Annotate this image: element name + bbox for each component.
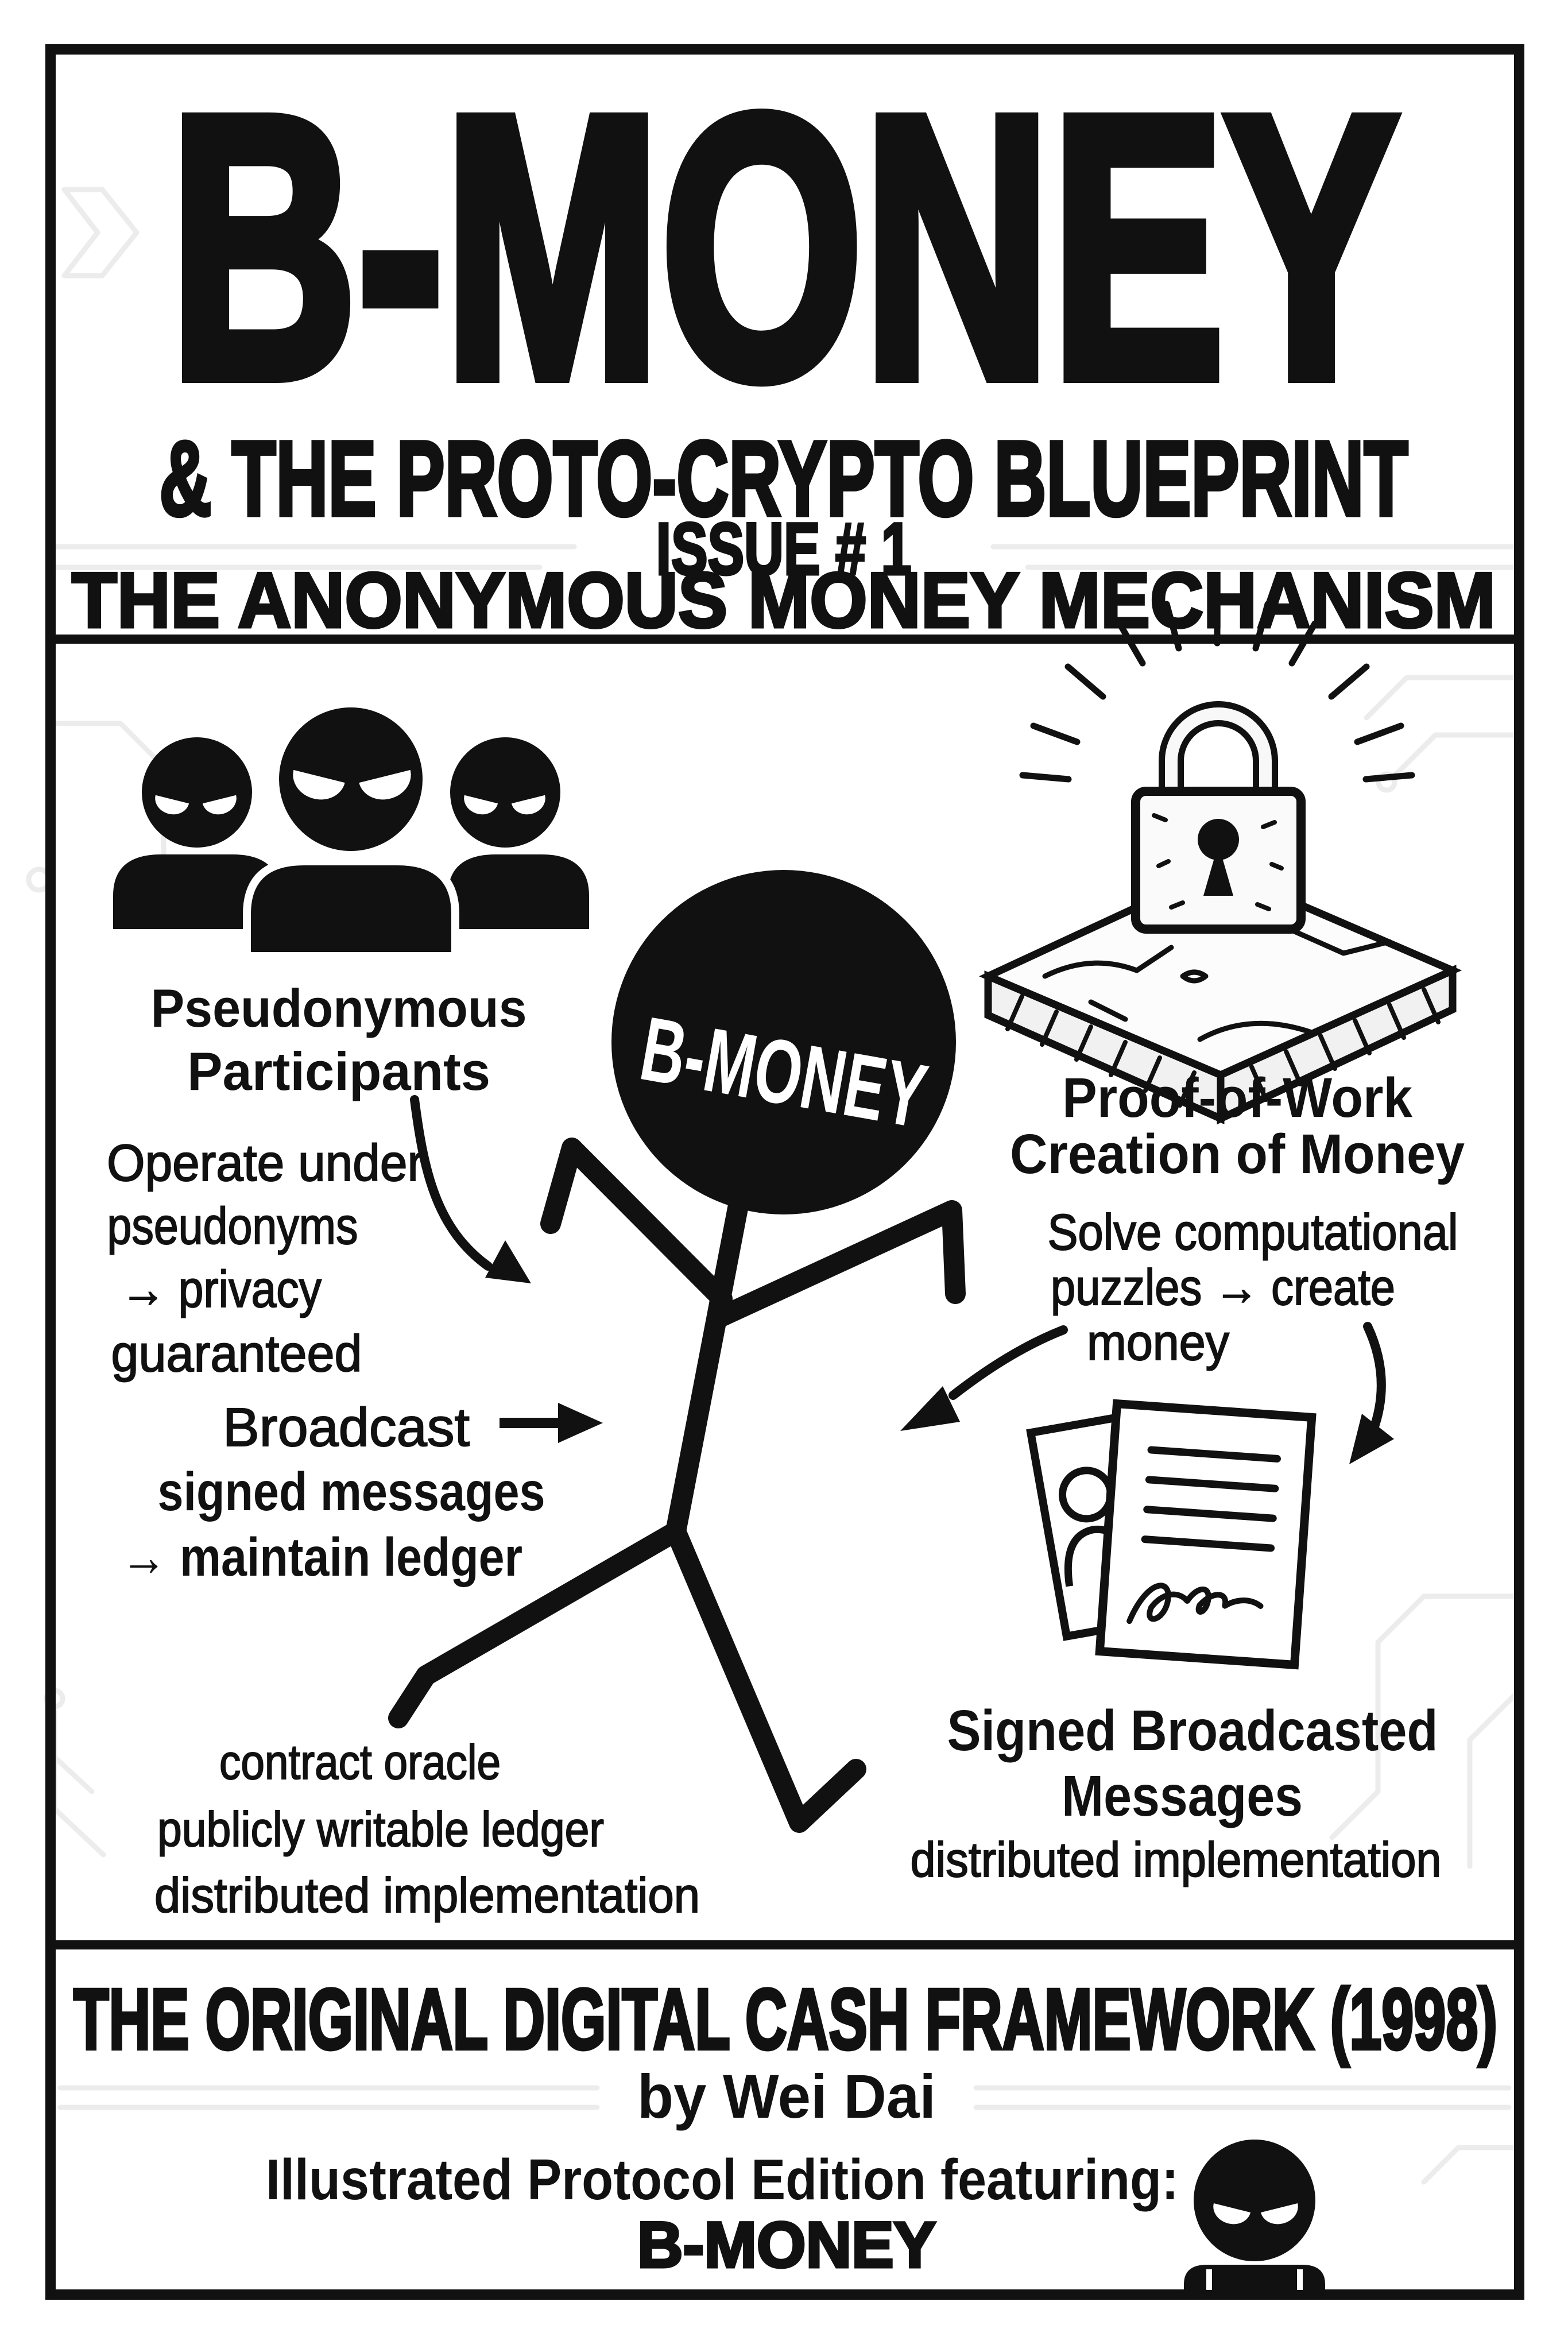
participants-note-4: guaranteed [111,1325,362,1383]
participants-heading-2: Participants [187,1041,490,1101]
signed-document-icon [1026,1399,1317,1670]
footer-edition-line: Illustrated Protocol Edition featuring: [266,2148,1179,2212]
pow-heading-1: Proof-of-Work [1062,1066,1413,1129]
sunburst-rays [1019,594,1415,783]
proof-of-work-lock-icon [978,594,1462,1125]
pow-heading-2: Creation of Money [1010,1123,1465,1185]
circuit-trace-decoration [26,187,1521,2185]
messages-heading-1: Signed Broadcasted [947,1699,1438,1763]
ledger-note-3: distributed implementation [154,1869,700,1923]
participants-labels: Pseudonymous Participants Operate under … [106,978,545,1588]
participant-right-icon [448,737,589,929]
arrow-participants-to-figure [410,1095,531,1283]
subtitle: & THE PROTO-CRYPTO BLUEPRINT [160,420,1408,538]
arrow-puzzles-to-figure [900,1325,1068,1431]
participant-left-icon [113,737,280,929]
pow-note-3: money [1087,1314,1229,1371]
participant-center-icon [243,699,459,960]
tagline: THE ANONYMOUS MONEY MECHANISM [72,556,1496,644]
pow-note-2: puzzles → create [1051,1259,1395,1316]
participants-note-2: pseudonyms [107,1198,358,1255]
sunglasses-icon [464,795,498,815]
footer-byline: by Wei Dai [637,2061,936,2131]
messages-heading-2: Messages [1062,1764,1303,1828]
issue-number: ISSUE # 1 [656,508,912,590]
broadcast-note-1: signed messages [158,1461,545,1522]
broadcast-label: Broadcast [223,1397,470,1458]
participants-note-3: → privacy [121,1261,322,1318]
slab-cracks [1042,927,1392,1042]
signed-messages-labels: Signed Broadcasted Messages distributed … [910,1699,1442,1888]
ledger-note-1: contract oracle [219,1735,501,1790]
lock-specks [1152,813,1284,911]
pseudonymous-participants-icon [113,699,589,960]
diagram-arrows [410,1095,1394,1464]
title-panel: B-MONEY & THE PROTO-CRYPTO BLUEPRINT ISS… [71,32,1497,645]
keyhole-icon [1198,819,1239,860]
sunglasses-icon [1213,2203,1251,2225]
pow-note-1: Solve computational [1048,1204,1458,1260]
bmoney-runner-figure: B-MONEY [388,870,966,1833]
broadcast-note-2: → maintain ledger [121,1527,522,1588]
bmoney-head-icon [611,870,956,1214]
main-title: B-MONEY [169,38,1398,455]
poster-frame [45,44,1524,2300]
footer-headline: THE ORIGINAL DIGITAL CASH FRAMEWORK (199… [73,1971,1497,2067]
ledger-notes: contract oracle publicly writable ledger… [154,1735,700,1924]
arrow-money-to-document [1349,1322,1394,1464]
signature-scribble [1126,1583,1264,1624]
footer-feature-title: B-MONEY [637,2209,936,2281]
arrow-broadcast-to-figure [500,1403,603,1443]
participants-note-1: Operate under [107,1135,424,1192]
document-text-lines [1141,1446,1281,1552]
slab-hatching [1005,987,1441,1108]
participants-heading-1: Pseudonymous [151,978,527,1038]
proof-of-work-labels: Proof-of-Work Creation of Money Solve co… [1010,1066,1465,1371]
footer-panel: THE ORIGINAL DIGITAL CASH FRAMEWORK (199… [72,1969,1499,2290]
messages-note: distributed implementation [911,1833,1442,1887]
document-front-page [1095,1399,1317,1670]
sunglasses-icon [293,769,345,800]
sunglasses-icon [155,795,189,815]
ledger-note-2: publicly writable ledger [157,1802,604,1857]
footer-masked-figure-icon [1184,2140,1325,2290]
